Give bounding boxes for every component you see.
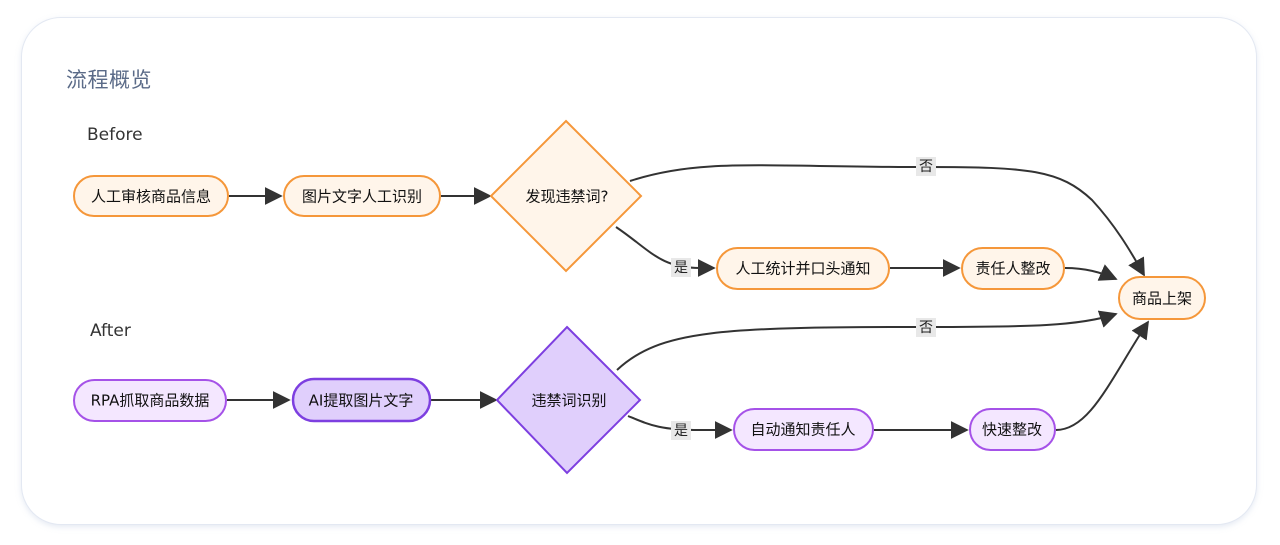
after-edges bbox=[227, 310, 1149, 439]
edge-decision-yes-to-notify bbox=[615, 226, 716, 277]
node-decision-before-label: 发现违禁词? bbox=[526, 188, 609, 206]
edge-decision-no-to-publish bbox=[629, 164, 1145, 277]
node-ocr[interactable]: 图片文字人工识别 bbox=[283, 175, 441, 217]
before-yes-label: 是 bbox=[674, 260, 688, 276]
node-notify-after-label: 自动通知责任人 bbox=[750, 421, 855, 439]
node-fix-before-label: 责任人整改 bbox=[975, 260, 1050, 278]
node-review-label: 人工审核商品信息 bbox=[91, 188, 211, 206]
node-notify-before-label: 人工统计并口头通知 bbox=[735, 260, 870, 278]
node-fix-after[interactable]: 快速整改 bbox=[969, 408, 1056, 451]
node-notify-before[interactable]: 人工统计并口头通知 bbox=[716, 247, 890, 290]
after-yes-label: 是 bbox=[674, 423, 688, 439]
edge-decision-yes-to-notify bbox=[627, 415, 733, 439]
before-edges bbox=[229, 164, 1145, 281]
node-notify-after[interactable]: 自动通知责任人 bbox=[733, 408, 874, 451]
node-review[interactable]: 人工审核商品信息 bbox=[73, 175, 229, 217]
node-decision-after[interactable]: 违禁词识别 bbox=[495, 325, 642, 475]
before-section-label: Before bbox=[87, 125, 143, 145]
before-no-label: 否 bbox=[919, 159, 933, 175]
node-ai[interactable]: AI提取图片文字 bbox=[291, 377, 432, 423]
after-section-label: After bbox=[90, 321, 131, 341]
edge-labels: 否 是 否 是 bbox=[671, 157, 936, 440]
node-publish-label: 商品上架 bbox=[1132, 290, 1192, 308]
edge-fix-to-publish bbox=[1055, 320, 1149, 431]
edge-fix-to-publish bbox=[1064, 264, 1118, 281]
edge-decision-no-to-publish bbox=[616, 310, 1118, 371]
node-fix-before[interactable]: 责任人整改 bbox=[961, 247, 1065, 290]
node-decision-before[interactable]: 发现违禁词? bbox=[489, 119, 643, 273]
node-ai-label: AI提取图片文字 bbox=[309, 392, 414, 410]
node-fix-after-label: 快速整改 bbox=[982, 421, 1042, 439]
node-publish[interactable]: 商品上架 bbox=[1118, 276, 1206, 320]
after-no-label: 否 bbox=[919, 320, 933, 336]
node-ocr-label: 图片文字人工识别 bbox=[302, 188, 422, 206]
node-decision-after-label: 违禁词识别 bbox=[531, 392, 606, 410]
node-rpa[interactable]: RPA抓取商品数据 bbox=[73, 379, 227, 422]
page-title: 流程概览 bbox=[66, 68, 152, 92]
node-rpa-label: RPA抓取商品数据 bbox=[91, 392, 210, 410]
